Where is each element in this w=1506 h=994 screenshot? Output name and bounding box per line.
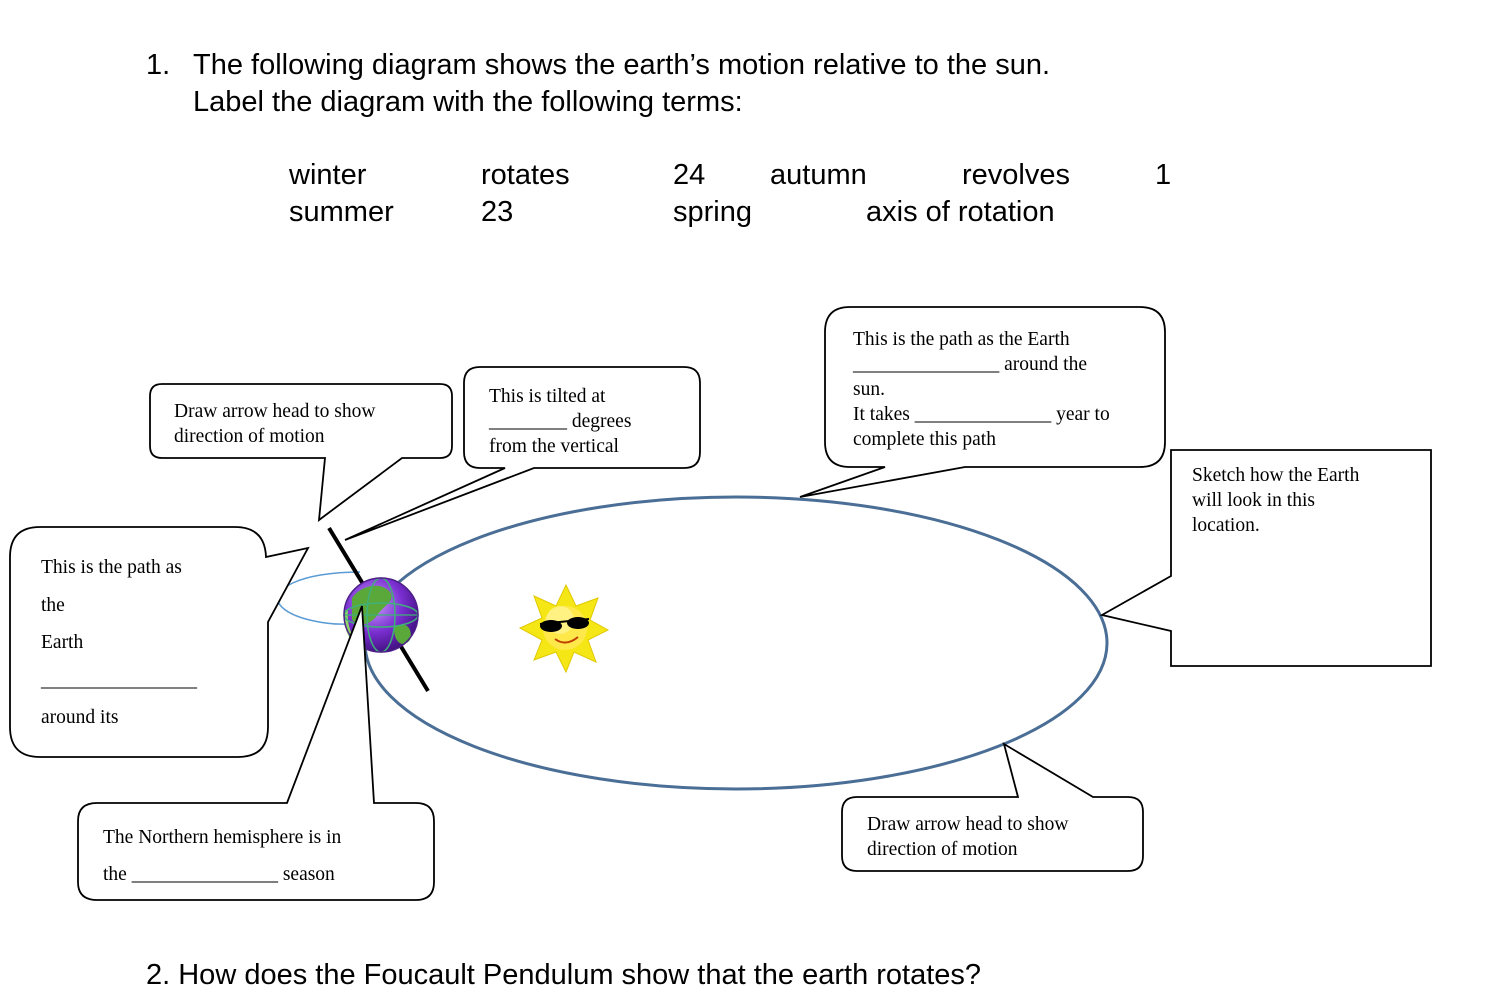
question-number: 1. xyxy=(146,49,171,81)
callout-revolve-line: sun. xyxy=(853,379,885,400)
sun-icon xyxy=(518,583,610,674)
callout-tilt-line: This is tilted at xyxy=(489,386,606,407)
callout-arrow-top-text: Draw arrow head to show direction of mot… xyxy=(174,400,375,449)
callout-arrow-bottom-text: Draw arrow head to show direction of mot… xyxy=(867,812,1068,862)
callout-rotate-line: This is the path as xyxy=(41,557,182,578)
term-spring: spring xyxy=(673,196,752,228)
callout-rotate-line: the xyxy=(41,594,65,616)
callout-tilt-box xyxy=(344,366,701,541)
callout-sketch-line: will look in this xyxy=(1192,490,1315,511)
callout-revolve-line: This is the path as the Earth xyxy=(853,329,1070,350)
callout-rotate-line: ________________ xyxy=(41,669,197,691)
callout-revolve-line: _______________ around the xyxy=(853,354,1087,375)
callout-rotate-text: This is the path as the Earth __________… xyxy=(41,549,197,737)
callout-revolve-text: This is the path as the Earth __________… xyxy=(853,327,1110,452)
term-axis-of-rotation: axis of rotation xyxy=(866,196,1055,228)
callout-rotate-line: around its xyxy=(41,707,119,728)
term-revolves: revolves xyxy=(962,159,1070,191)
term-24: 24 xyxy=(673,159,706,191)
orbit-ellipse xyxy=(363,495,1109,791)
callout-tilt-text: This is tilted at ________ degrees from … xyxy=(489,384,631,459)
callout-rotate-box xyxy=(9,526,310,758)
term-winter: winter xyxy=(289,159,367,191)
callout-tilt-line: from the vertical xyxy=(489,436,619,457)
rotation-path xyxy=(276,571,361,625)
callout-arrow-bottom-line: direction of motion xyxy=(867,839,1018,860)
callout-revolve-line: complete this path xyxy=(853,429,996,450)
callout-sketch-line: location. xyxy=(1192,515,1260,536)
question-line-1: The following diagram shows the earth’s … xyxy=(193,49,1051,81)
callout-season-line: The Northern hemisphere is in xyxy=(103,827,342,848)
term-autumn: autumn xyxy=(770,159,867,191)
callout-sketch-text: Sketch how the Earth will look in this l… xyxy=(1192,463,1359,538)
callout-season-line: the _______________ season xyxy=(103,864,335,885)
callout-sketch-line: Sketch how the Earth xyxy=(1192,465,1360,486)
callout-arrow-bottom-box xyxy=(841,742,1144,872)
term-23: 23 xyxy=(481,196,514,228)
callout-rotate-line: Earth xyxy=(41,632,84,653)
term-rotates: rotates xyxy=(481,159,570,191)
callout-tilt-line: ________ degrees xyxy=(489,411,632,432)
callout-season-box xyxy=(77,605,435,901)
term-summer: summer xyxy=(289,196,394,228)
callout-revolve-box xyxy=(799,306,1166,498)
term-1: 1 xyxy=(1155,159,1172,191)
callout-sketch-box xyxy=(1099,449,1432,667)
callout-revolve-line: It takes ______________ year to xyxy=(853,404,1110,425)
callout-arrow-bottom-line: Draw arrow head to show xyxy=(867,814,1069,835)
question-line-2: Label the diagram with the following ter… xyxy=(193,86,743,118)
callout-arrow-top-line: direction of motion xyxy=(174,425,325,447)
callout-season-text: The Northern hemisphere is in the ______… xyxy=(103,819,341,893)
callout-arrow-top-box xyxy=(149,383,453,522)
callout-arrow-top-line: Draw arrow head to show xyxy=(174,401,376,422)
